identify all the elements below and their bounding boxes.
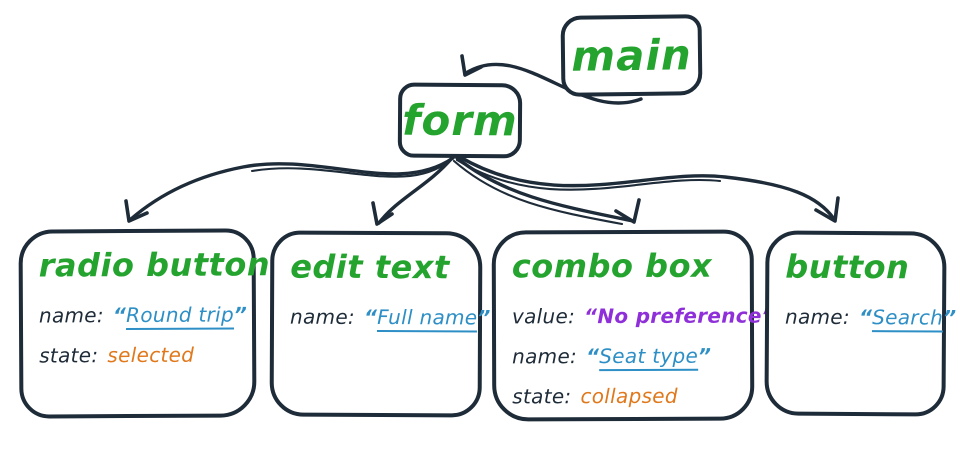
arrowhead-icon (614, 198, 641, 224)
node-button-title: button (785, 247, 910, 287)
open-quote: “ (584, 304, 598, 329)
arrow-form-to-radio-button (124, 156, 455, 223)
open-quote: “ (858, 305, 873, 330)
arrow-main-to-form (460, 54, 643, 105)
prop-value-state: selected (107, 342, 195, 368)
arrowhead-icon (371, 201, 394, 226)
prop-value-name: Full name (377, 305, 478, 333)
node-radio-button: radio button name: “Round trip” state: sel… (18, 228, 271, 419)
node-main-label: main (570, 29, 692, 81)
prop-row-name: name: “Search” (784, 303, 956, 333)
node-button: button name: “Search” (764, 230, 956, 417)
node-combo-box: combo box value:“No preference” name:“Se… (491, 229, 775, 422)
node-edit-text: edit text name: “Full name” (269, 230, 491, 418)
node-main: main (560, 14, 703, 97)
prop-row-state: state: selected (39, 340, 248, 369)
prop-label: name: (784, 304, 851, 329)
node-edit-text-title: edit text (290, 247, 450, 287)
prop-value-state: collapsed (580, 383, 678, 409)
open-quote: “ (112, 303, 127, 328)
prop-label: name: (289, 304, 356, 329)
arrowhead-icon (460, 54, 483, 77)
prop-value-name: Search (872, 305, 944, 333)
arrow-form-to-edit-text (371, 156, 454, 226)
close-quote: ” (233, 302, 248, 327)
prop-label: name: (512, 344, 578, 369)
open-quote: “ (363, 304, 378, 330)
prop-row-state: state: collapsed (512, 382, 746, 411)
prop-value-name: Seat type (599, 343, 699, 372)
prop-label: state: (39, 343, 99, 368)
node-form: form (397, 82, 523, 159)
prop-row-name: name: “Round trip” (38, 300, 248, 331)
prop-label: value: (511, 304, 576, 329)
open-quote: “ (586, 344, 600, 369)
node-radio-button-title: radio button (38, 245, 271, 285)
prop-row-value: value:“No preference” (511, 302, 775, 331)
close-quote: ” (477, 305, 491, 330)
prop-label: name: (38, 303, 104, 328)
prop-value-value: No preference (597, 303, 762, 329)
node-form-label: form (402, 95, 518, 145)
close-quote: ” (698, 343, 712, 368)
arrowhead-icon (124, 199, 149, 223)
close-quote: ” (943, 305, 957, 330)
prop-label: state: (512, 384, 572, 409)
prop-row-name: name: “Seat type” (512, 342, 746, 372)
arrowhead-icon (814, 196, 840, 223)
prop-row-name: name: “Full name” (289, 303, 491, 333)
prop-value-name: Round trip (126, 302, 235, 331)
arrow-form-to-button (455, 155, 840, 223)
node-combo-box-title: combo box (511, 246, 713, 286)
